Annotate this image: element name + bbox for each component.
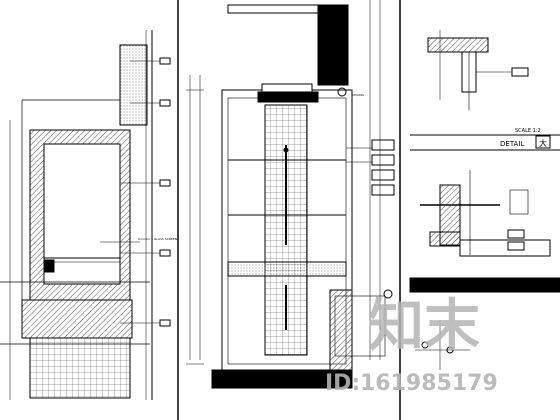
scale-label: SCALE 1:2: [515, 128, 541, 134]
watermark-id-label: ID:: [325, 371, 360, 396]
watermark: 知末 ID: 161985179: [325, 294, 498, 396]
watermark-logo-text: 知末: [368, 294, 480, 359]
title-box-char: 大: [539, 138, 547, 148]
left-note-1: Corridor 1 GLASS SCREEN: [138, 237, 177, 241]
watermark-id-number: 161985179: [360, 371, 498, 396]
detail-title: DETAIL: [500, 140, 524, 148]
center-elevation-panel: [186, 0, 401, 420]
right-detail-panel: [409, 30, 560, 370]
center-top-note: CEILING: [352, 93, 365, 97]
left-section-panel: [0, 0, 179, 420]
